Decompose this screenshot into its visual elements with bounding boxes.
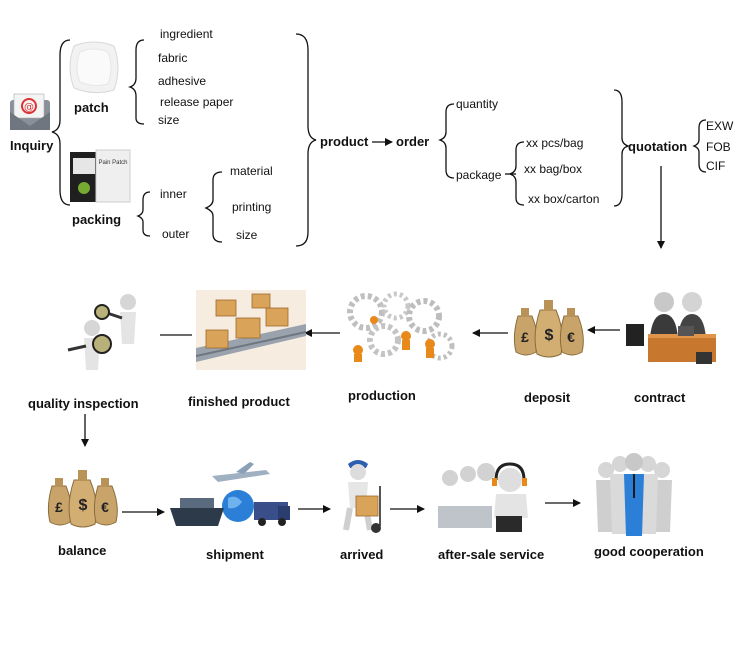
term-cif: CIF [706, 159, 726, 173]
dollar-symbol: $ [545, 327, 554, 344]
brace-material [204, 171, 223, 243]
svg-text:@: @ [24, 102, 34, 113]
term-fob: FOB [706, 140, 731, 154]
packing-box-icon: Pain Patch [70, 149, 131, 203]
brace-product [295, 33, 317, 247]
label-production: production [348, 388, 416, 403]
delivery-man-icon [343, 460, 381, 533]
business-team-icon [596, 453, 672, 536]
patch-item-ingredient: ingredient [160, 27, 213, 41]
label-contract: contract [634, 390, 686, 405]
term-exw: EXW [706, 119, 734, 133]
shipment-transport-icon [170, 462, 290, 526]
finished-product-conveyor-icon [196, 290, 306, 370]
label-deposit: deposit [524, 390, 571, 405]
pack-item-size: size [236, 228, 258, 242]
packing-box-label: Pain Patch [98, 160, 127, 166]
email-envelope-icon: @ [10, 93, 50, 130]
patch-item-release-paper: release paper [160, 95, 234, 109]
brace-inquiry [51, 39, 71, 206]
euro-symbol: € [101, 499, 109, 515]
brace-packing [136, 191, 151, 237]
label-patch: patch [74, 100, 109, 115]
label-packing: packing [72, 212, 122, 227]
production-gears-icon [347, 291, 455, 362]
brace-order [437, 103, 455, 179]
label-order: order [396, 134, 430, 149]
label-inquiry: Inquiry [10, 138, 54, 153]
label-quantity: quantity [456, 97, 499, 111]
label-after-sale-service: after-sale service [438, 547, 545, 562]
label-balance: balance [58, 543, 107, 558]
label-package: package [456, 168, 502, 182]
label-finished-product: finished product [188, 394, 290, 409]
label-shipment: shipment [206, 547, 264, 562]
brace-terms [692, 119, 707, 173]
brace-quotation [613, 89, 631, 207]
label-product: product [320, 134, 369, 149]
pound-symbol: £ [521, 329, 529, 345]
dollar-symbol: $ [79, 497, 88, 514]
package-item-box-carton: xx box/carton [528, 192, 600, 206]
patch-item-size: size [158, 113, 180, 127]
pack-item-printing: printing [232, 200, 272, 214]
brace-patch [127, 39, 145, 125]
patch-item-fabric: fabric [158, 51, 188, 65]
label-arrived: arrived [340, 547, 384, 562]
businessmen-desk-icon [626, 292, 716, 364]
patch-icon [69, 41, 119, 94]
patch-item-adhesive: adhesive [158, 74, 207, 88]
quality-inspection-icon [67, 294, 136, 370]
money-bags-deposit-icon: £ $ € [513, 300, 584, 358]
money-bags-balance-icon: £ $ € [47, 470, 118, 528]
label-inner: inner [160, 187, 187, 201]
label-good-cooperation: good cooperation [594, 544, 704, 559]
label-outer: outer [162, 227, 190, 241]
euro-symbol: € [567, 329, 575, 345]
package-item-pcs-bag: xx pcs/bag [526, 136, 584, 150]
package-item-bag-box: xx bag/box [524, 162, 583, 176]
pound-symbol: £ [55, 499, 63, 515]
label-quotation: quotation [628, 139, 688, 154]
customer-service-headset-icon [438, 462, 528, 532]
label-quality-inspection: quality inspection [28, 396, 139, 411]
pack-item-material: material [230, 164, 273, 178]
